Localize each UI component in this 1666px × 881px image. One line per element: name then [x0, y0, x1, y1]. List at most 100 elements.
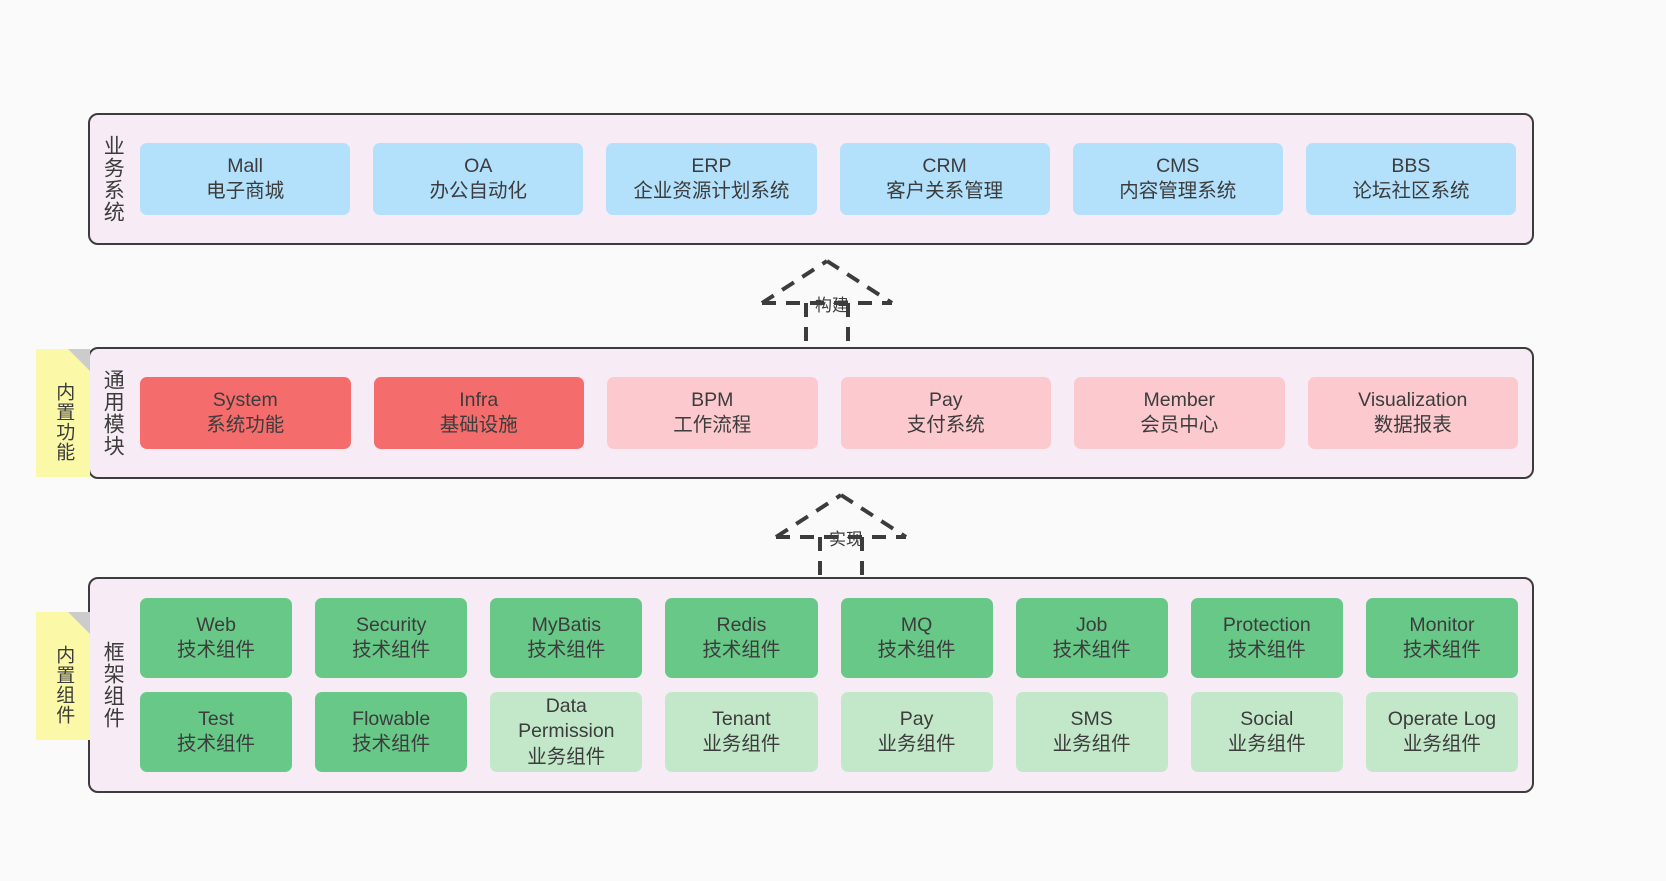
node-job[interactable]: Job 技术组件: [1015, 598, 1168, 678]
node-bpm-desc: 工作流程: [673, 414, 752, 436]
node-bbs-desc: 论坛社区系统: [1352, 180, 1470, 202]
layer-business-systems: 业务系统 Mall 电子商城 OA 办公自动化 ERP 企业资源计划系统 CRM…: [88, 113, 1534, 245]
node-oa-desc: 办公自动化: [429, 180, 528, 202]
layer-framework-components: 框架组件 Web 技术组件 Security 技术组件 MyBatis 技术组件…: [88, 577, 1534, 793]
node-member[interactable]: Member 会员中心: [1074, 377, 1285, 449]
node-security-name: Security: [355, 613, 427, 636]
node-protection-name: Protection: [1222, 613, 1311, 636]
layer-body-framework-components: Web 技术组件 Security 技术组件 MyBatis 技术组件 Redi…: [134, 579, 1532, 791]
node-job-desc: 技术组件: [1052, 639, 1131, 661]
node-mall[interactable]: Mall 电子商城: [140, 143, 351, 215]
node-bbs[interactable]: BBS 论坛社区系统: [1305, 143, 1517, 215]
node-cms-name: CMS: [1156, 154, 1200, 177]
node-flowable-desc: 技术组件: [352, 733, 431, 755]
node-test-desc: 技术组件: [177, 733, 256, 755]
node-visualization-desc: 数据报表: [1373, 414, 1452, 436]
node-sms[interactable]: SMS 业务组件: [1015, 692, 1168, 772]
node-erp-desc: 企业资源计划系统: [633, 180, 790, 202]
node-infra[interactable]: Infra 基础设施: [373, 377, 584, 449]
framework-components-row-tech: Web 技术组件 Security 技术组件 MyBatis 技术组件 Redi…: [140, 598, 1518, 678]
note-builtin-functions-text: 内置功能: [53, 382, 75, 462]
node-visualization-name: Visualization: [1358, 388, 1468, 411]
node-cms[interactable]: CMS 内容管理系统: [1072, 143, 1283, 215]
node-mq-desc: 技术组件: [877, 639, 956, 661]
node-mybatis-desc: 技术组件: [527, 639, 606, 661]
connector-implement: 实现: [766, 489, 946, 579]
node-operate-log[interactable]: Operate Log 业务组件: [1365, 692, 1518, 772]
node-data-permission-desc: 业务组件: [527, 745, 606, 768]
node-web[interactable]: Web 技术组件: [140, 598, 293, 678]
node-infra-desc: 基础设施: [439, 414, 518, 436]
node-job-name: Job: [1075, 613, 1108, 636]
business-systems-row: Mall 电子商城 OA 办公自动化 ERP 企业资源计划系统 CRM 客户关系…: [140, 143, 1517, 215]
node-pay-component[interactable]: Pay 业务组件: [840, 692, 993, 772]
node-crm[interactable]: CRM 客户关系管理: [839, 143, 1050, 215]
layer-title-common-modules: 通用模块: [101, 369, 125, 457]
node-test-name: Test: [198, 707, 234, 730]
note-builtin-components: 内置组件: [36, 612, 90, 740]
node-monitor-name: Monitor: [1409, 613, 1475, 636]
node-social[interactable]: Social 业务组件: [1190, 692, 1343, 772]
node-mall-desc: 电子商城: [206, 180, 285, 202]
node-redis[interactable]: Redis 技术组件: [665, 598, 818, 678]
node-erp-name: ERP: [691, 154, 732, 177]
node-mybatis[interactable]: MyBatis 技术组件: [490, 598, 643, 678]
node-mq[interactable]: MQ 技术组件: [840, 598, 993, 678]
node-social-desc: 业务组件: [1227, 733, 1306, 755]
node-redis-desc: 技术组件: [702, 639, 781, 661]
node-pay-component-desc: 业务组件: [877, 733, 956, 755]
node-tenant[interactable]: Tenant 业务组件: [665, 692, 818, 772]
node-mq-name: MQ: [900, 613, 933, 636]
layer-title-framework-components: 框架组件: [101, 641, 125, 729]
node-web-desc: 技术组件: [177, 639, 256, 661]
node-protection[interactable]: Protection 技术组件: [1190, 598, 1343, 678]
node-monitor-desc: 技术组件: [1402, 639, 1481, 661]
node-oa[interactable]: OA 办公自动化: [373, 143, 584, 215]
note-builtin-components-text: 内置组件: [53, 645, 75, 725]
node-social-name: Social: [1240, 707, 1294, 730]
framework-components-row-biz: Test 技术组件 Flowable 技术组件 Data Permission …: [140, 692, 1518, 772]
node-crm-name: CRM: [922, 154, 967, 177]
node-visualization[interactable]: Visualization 数据报表: [1307, 377, 1518, 449]
node-security-desc: 技术组件: [352, 639, 431, 661]
node-security[interactable]: Security 技术组件: [315, 598, 468, 678]
node-data-permission-name: Data Permission: [518, 694, 615, 743]
connector-build-label: 构建: [815, 296, 849, 315]
node-member-desc: 会员中心: [1140, 414, 1219, 436]
node-pay-module-name: Pay: [928, 388, 963, 411]
node-operate-log-name: Operate Log: [1387, 707, 1497, 730]
connector-implement-label: 实现: [829, 530, 863, 549]
node-redis-name: Redis: [716, 613, 767, 636]
layer-body-business-systems: Mall 电子商城 OA 办公自动化 ERP 企业资源计划系统 CRM 客户关系…: [134, 115, 1532, 243]
node-monitor[interactable]: Monitor 技术组件: [1365, 598, 1518, 678]
node-flowable-name: Flowable: [352, 707, 431, 730]
node-sms-name: SMS: [1070, 707, 1113, 730]
node-data-permission[interactable]: Data Permission 业务组件: [490, 692, 643, 772]
node-system[interactable]: System 系统功能: [140, 377, 351, 449]
node-pay-component-name: Pay: [899, 707, 934, 730]
node-flowable[interactable]: Flowable 技术组件: [315, 692, 468, 772]
node-pay-module[interactable]: Pay 支付系统: [840, 377, 1051, 449]
layer-body-common-modules: System 系统功能 Infra 基础设施 BPM 工作流程 Pay 支付系统…: [134, 349, 1532, 477]
node-member-name: Member: [1143, 388, 1216, 411]
node-erp[interactable]: ERP 企业资源计划系统: [606, 143, 817, 215]
node-test[interactable]: Test 技术组件: [140, 692, 293, 772]
node-tenant-desc: 业务组件: [702, 733, 781, 755]
node-pay-module-desc: 支付系统: [906, 414, 985, 436]
node-infra-name: Infra: [459, 388, 499, 411]
connector-build: 构建: [752, 255, 932, 345]
layer-common-modules: 通用模块 System 系统功能 Infra 基础设施 BPM 工作流程 Pay…: [88, 347, 1534, 479]
node-operate-log-desc: 业务组件: [1402, 733, 1481, 755]
node-system-desc: 系统功能: [206, 414, 285, 436]
node-oa-name: OA: [464, 154, 493, 177]
node-mybatis-name: MyBatis: [531, 613, 601, 636]
note-builtin-functions: 内置功能: [36, 349, 90, 477]
connector-implement-arrow-icon: [774, 493, 908, 579]
node-bpm[interactable]: BPM 工作流程: [607, 377, 818, 449]
node-mall-name: Mall: [227, 154, 263, 177]
node-system-name: System: [212, 388, 278, 411]
node-cms-desc: 内容管理系统: [1119, 180, 1237, 202]
node-tenant-name: Tenant: [712, 707, 771, 730]
node-sms-desc: 业务组件: [1052, 733, 1131, 755]
